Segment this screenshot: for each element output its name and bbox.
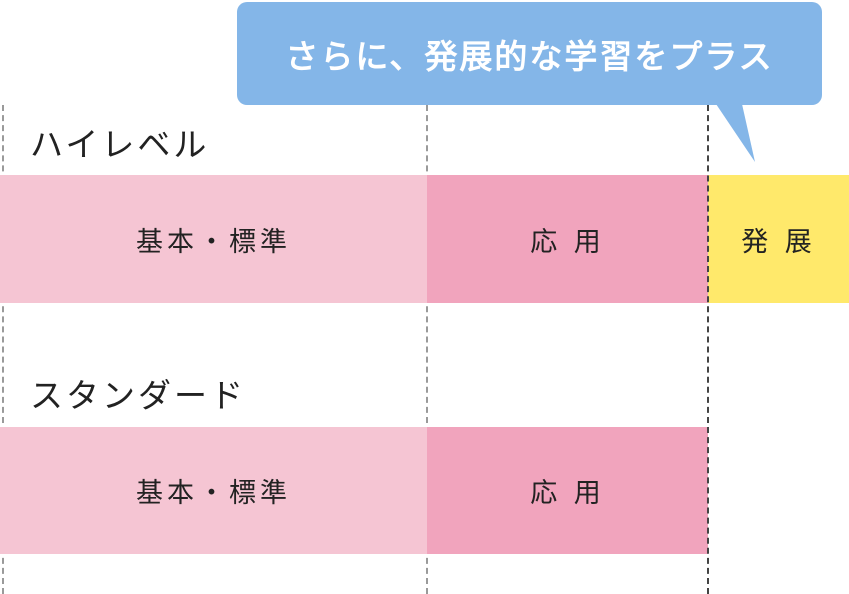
callout-text: さらに、発展的な学習をプラス bbox=[285, 36, 774, 76]
divider-start bbox=[2, 105, 4, 594]
segment-label: 応 用 bbox=[530, 226, 605, 258]
segment-applied: 応 用 bbox=[427, 175, 708, 303]
divider-applied-advanced bbox=[707, 105, 709, 594]
callout-bubble: さらに、発展的な学習をプラス bbox=[237, 2, 822, 105]
row-label-standard: スタンダード bbox=[30, 376, 246, 415]
segment-label: 基本・標準 bbox=[136, 478, 291, 509]
segment-basic: 基本・標準 bbox=[0, 427, 427, 554]
divider-basic-applied bbox=[426, 105, 428, 594]
segment-label: 発 展 bbox=[741, 226, 816, 258]
segment-applied: 応 用 bbox=[427, 427, 708, 554]
segment-label: 応 用 bbox=[530, 478, 605, 509]
segment-basic: 基本・標準 bbox=[0, 175, 427, 303]
row-label-high-level: ハイレベル bbox=[30, 125, 210, 164]
segment-advanced: 発 展 bbox=[708, 175, 849, 303]
segment-label: 基本・標準 bbox=[136, 226, 291, 258]
